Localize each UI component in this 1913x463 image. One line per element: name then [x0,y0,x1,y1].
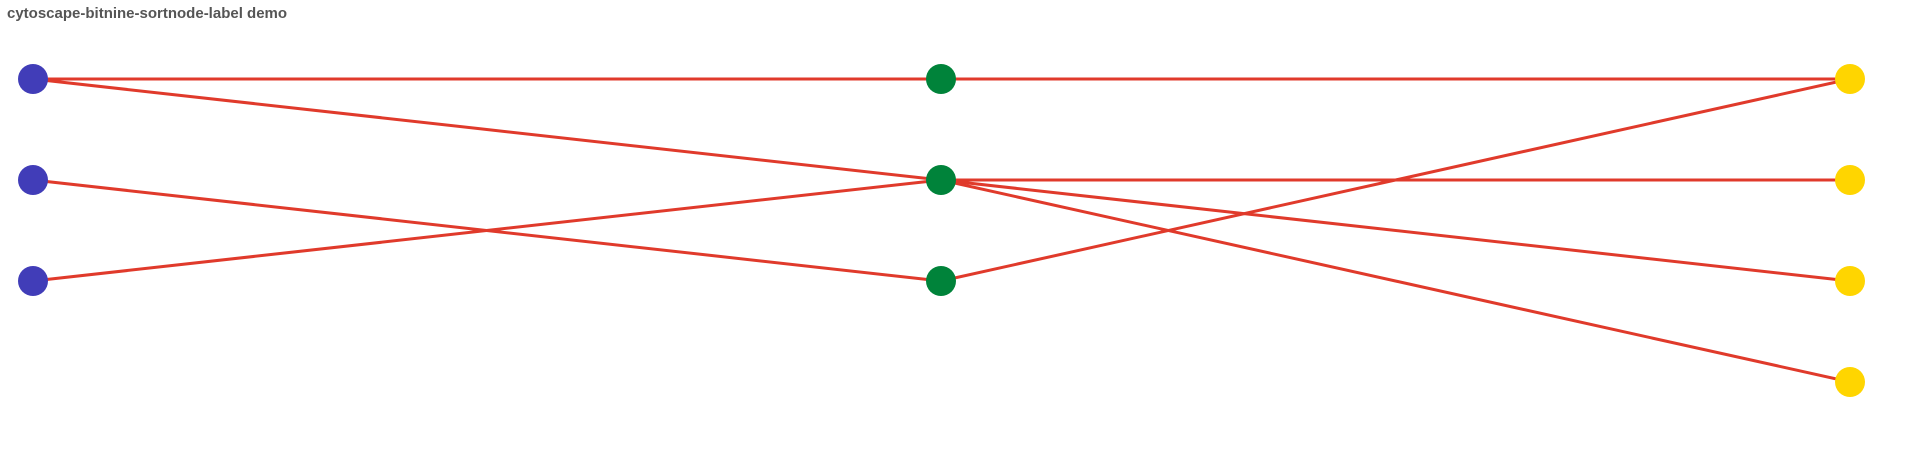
nodes-layer [18,64,1865,397]
edge-b3-c1[interactable] [939,77,1852,283]
node-c4[interactable] [1835,367,1865,397]
node-c1[interactable] [1835,64,1865,94]
node-c3[interactable] [1835,266,1865,296]
edge-a3-b2[interactable] [31,178,943,283]
edge-b2-c3[interactable] [939,178,1852,283]
edge-b2-c4[interactable] [939,178,1852,384]
node-c2[interactable] [1835,165,1865,195]
edges-layer [31,77,1852,384]
edge-a1-b2[interactable] [31,77,943,182]
node-b1[interactable] [926,64,956,94]
node-a3[interactable] [18,266,48,296]
node-a2[interactable] [18,165,48,195]
node-b3[interactable] [926,266,956,296]
node-a1[interactable] [18,64,48,94]
page-title: cytoscape-bitnine-sortnode-label demo [7,5,288,22]
node-b2[interactable] [926,165,956,195]
